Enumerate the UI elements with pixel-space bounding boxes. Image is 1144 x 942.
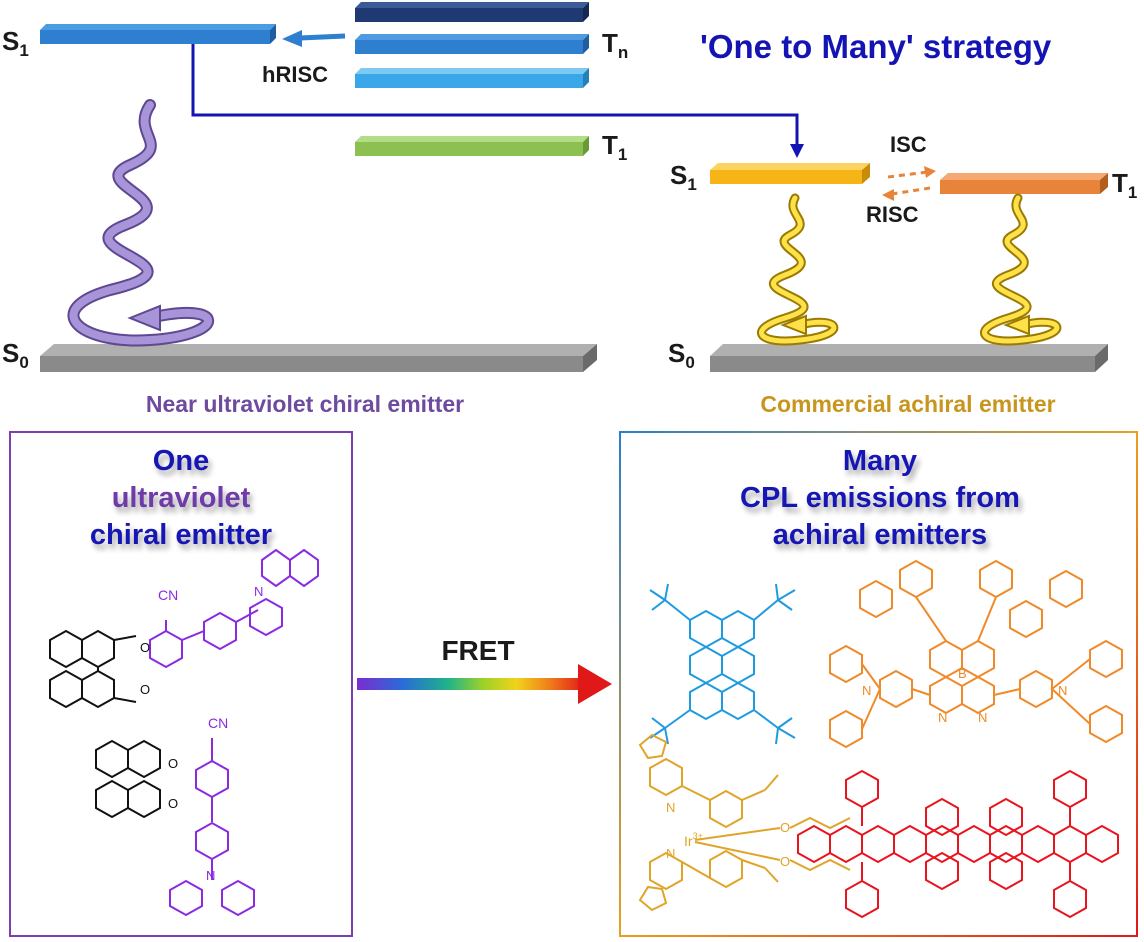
fret-arrow-shaft [357, 678, 585, 690]
label-n-bottom: N [206, 868, 215, 883]
strategy-title: 'One to Many' strategy [700, 28, 1052, 65]
label-left-s0: S0 [2, 338, 29, 372]
isc-arrow [887, 170, 929, 179]
level-bar-left-t1 [355, 136, 589, 156]
label-left-s1: S1 [2, 26, 29, 60]
label-cn-bottom: CN [208, 715, 228, 731]
label-boron: B [958, 666, 967, 681]
box-right-line2: CPL emissions from [740, 482, 1020, 514]
label-o-bottom-1: O [168, 756, 178, 771]
isc-arrowhead [924, 166, 936, 178]
label-n-ir-2: N [666, 846, 675, 861]
level-bar-tn-top [355, 2, 589, 22]
molecule-gold-iridium [638, 733, 851, 912]
label-n-orange-left: N [862, 683, 871, 698]
label-right-t1: T1 [1112, 168, 1137, 202]
label-n-orange-mid2: N [978, 710, 987, 725]
purple-helix [67, 99, 215, 347]
label-n-orange-right: N [1058, 683, 1067, 698]
label-o-ir-2: O [780, 854, 790, 869]
level-bar-tn-low [355, 68, 589, 88]
hrisc-arrow [299, 33, 346, 41]
box-left-line1: One [153, 445, 209, 477]
label-ir: Ir3+ [684, 831, 703, 849]
label-n-top: N [254, 584, 263, 599]
hrisc-arrowhead [282, 30, 302, 47]
label-o-ir-1: O [780, 820, 790, 835]
level-bar-left-s0 [40, 344, 597, 372]
level-bar-right-s1 [710, 163, 870, 184]
energy-transfer-line [191, 44, 799, 150]
level-bar-right-t1 [940, 173, 1108, 194]
box-right-line3: achiral emitters [773, 519, 987, 551]
box-one-emitter [9, 431, 353, 937]
hrisc-label: hRISC [262, 62, 328, 87]
chiral-molecule-top [49, 548, 319, 709]
label-tn: Tn [602, 28, 628, 62]
energy-transfer-arrowhead [790, 144, 804, 158]
caption-commercial-emitter: Commercial achiral emitter [760, 391, 1055, 417]
label-cn-top: CN [158, 587, 178, 603]
molecule-blue-perylene [649, 583, 796, 745]
isc-label: ISC [890, 132, 927, 157]
level-bar-right-s0 [710, 344, 1108, 372]
molecule-orange-boron [829, 559, 1123, 749]
label-right-s0: S0 [668, 338, 695, 372]
risc-arrowhead [882, 189, 894, 201]
caption-near-uv-emitter: Near ultraviolet chiral emitter [146, 391, 464, 417]
box-left-line2: ultraviolet [112, 482, 251, 514]
label-left-t1: T1 [602, 130, 627, 164]
yellow-helix-t1 [980, 193, 1062, 346]
box-left-line3: chiral emitter [90, 519, 272, 551]
label-n-orange-mid1: N [938, 710, 947, 725]
fret-arrowhead [578, 664, 612, 704]
label-o-top-1: O [140, 640, 150, 655]
fret-label: FRET [441, 635, 514, 666]
label-n-ir-1: N [666, 800, 675, 815]
label-right-s1: S1 [670, 160, 697, 194]
box-many-emissions [619, 431, 1138, 937]
risc-arrow [891, 186, 931, 196]
yellow-helix-s1 [757, 193, 839, 346]
label-o-bottom-2: O [168, 796, 178, 811]
level-bar-left-s1 [40, 24, 276, 44]
molecule-red-polycyclic [797, 769, 1119, 919]
label-o-top-2: O [140, 682, 150, 697]
box-right-line1: Many [843, 445, 917, 477]
risc-label: RISC [866, 202, 919, 227]
level-bar-tn-mid [355, 34, 589, 54]
chiral-molecule-bottom [95, 738, 255, 917]
